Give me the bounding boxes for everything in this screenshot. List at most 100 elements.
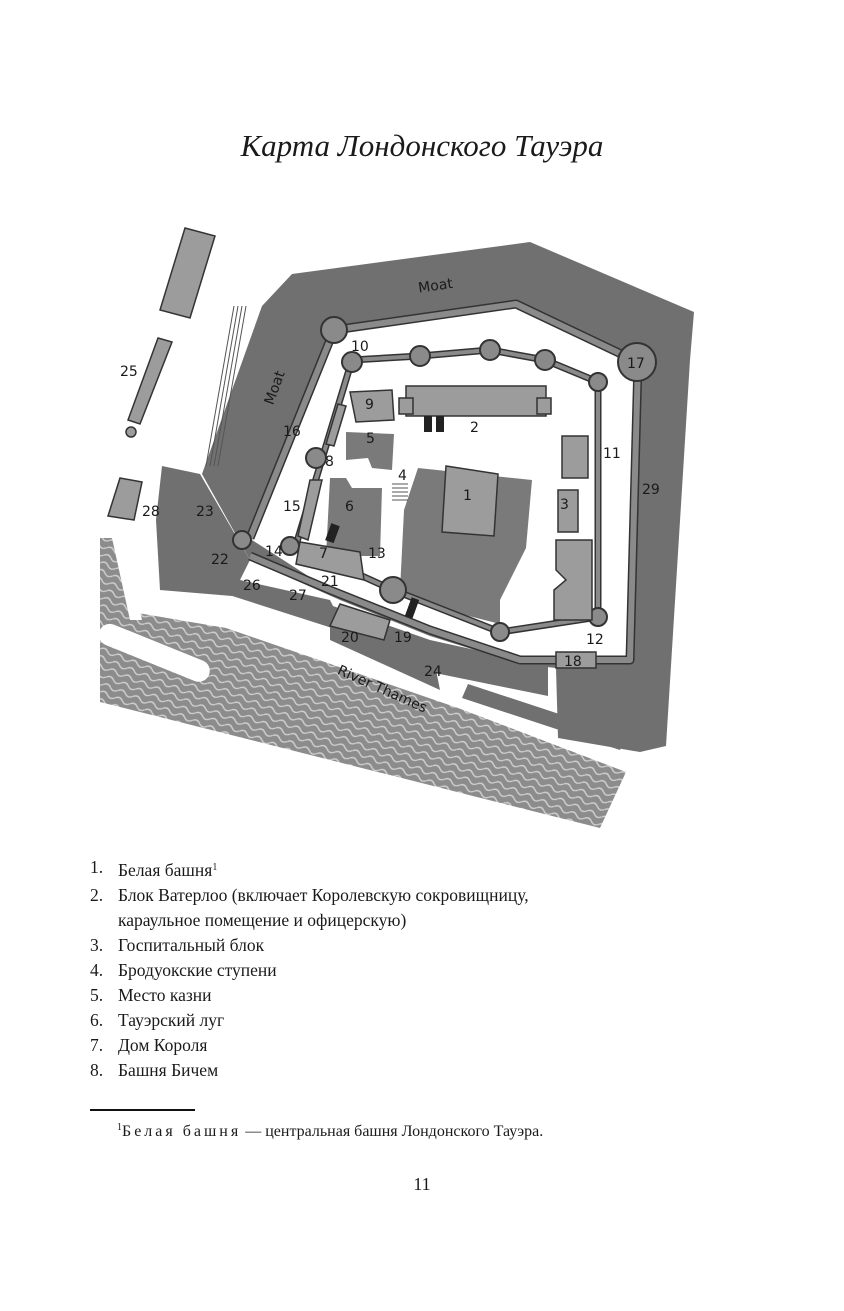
legend-item: 6.Тауэрский луг [90,1008,529,1033]
tower-14 [280,536,300,556]
moat-top-label: Moat [417,276,454,297]
map-label-12: 12 [586,632,604,648]
green-5 [346,432,394,470]
tower-inner-n3 [534,349,556,371]
map-label-25: 25 [120,364,138,380]
map-label-2: 2 [470,420,479,436]
left-strip-25 [127,337,173,425]
page-number: 11 [413,1174,431,1194]
legend-item: 8.Башня Бичем [90,1058,529,1083]
lower-strip [462,684,626,750]
legend-number: 4. [90,960,104,980]
tower-8 [305,447,327,469]
map-label-11: 11 [603,446,621,462]
moat-hatching [205,305,247,467]
page-title: Карта Лондонского Тауэра [240,128,604,163]
wharf-area [156,466,250,596]
legend-item: 7. Дом Короля [90,1033,529,1058]
map-label-16: 16 [283,424,301,440]
legend-text: Госпитальный блок [118,935,265,955]
map-label-27: 27 [289,588,307,604]
tower-10 [320,316,348,344]
legend-item: 4. Бродуокские ступени [90,958,529,983]
tower-inner-n1 [409,345,431,367]
legend-number: 1. [90,857,104,877]
tower-green-6 [326,478,382,556]
outer-curtain-wall-fill [247,301,641,663]
map-label-15: 15 [283,499,301,515]
map-label-17: 17 [627,356,645,372]
block-black-3 [325,523,340,544]
legend-number: 2. [90,885,104,905]
legend-number: 6. [90,1010,104,1030]
inner-curtain-wall-fill [294,348,600,634]
broadwalk-steps-icon [392,483,408,501]
map-label-26: 26 [243,578,261,594]
legend-item: 2. Блок Ватерлоо (включает Королевскую со… [90,883,529,908]
map-label-13: 13 [368,546,386,562]
block-black-4 [404,597,420,619]
legend-text: караульное помещение и офицерскую) [118,910,407,930]
legend-item: 1. Белая башня1 [90,855,529,883]
map-label-14: 14 [265,544,283,560]
tower-22 [232,530,252,550]
map-label-3: 3 [560,497,569,513]
lower-ground-east [430,640,548,696]
map-label-7: 7 [319,546,328,562]
map-label-18: 18 [564,654,582,670]
map-legend: 1. Белая башня1 2. Блок Ватерлоо (включает… [90,855,529,1083]
legend-number: 7. [90,1035,104,1055]
legend-item: 3. Госпитальный блок [90,933,529,958]
legend-text: Дом Короля [118,1035,208,1055]
wall-building-16 [325,403,347,447]
block-black-1 [424,416,432,432]
building-11 [561,435,589,479]
map-label-6: 6 [345,499,354,515]
tower-inner-nw [341,351,363,373]
map-label-22: 22 [211,552,229,568]
legend-number: 5. [90,985,104,1005]
building-28 [107,477,143,521]
towers [232,316,657,642]
tower-inner-ne [588,372,608,392]
waterloo-corner-w [398,397,414,415]
left-marker [125,426,137,438]
hospital-south-building [553,539,593,621]
river-pier [98,623,210,682]
building-3 [557,489,579,533]
map-label-29: 29 [642,482,660,498]
tower-17 [617,342,657,382]
waterloo-block [405,385,547,417]
map-label-4: 4 [398,468,407,484]
footnote-ref: 1 [212,862,218,873]
wharf-south [226,580,336,628]
left-strip-top [159,227,216,319]
river-thames [100,538,626,828]
left-pier [112,538,142,620]
legend-number: 3. [90,935,104,955]
legend-text: Место казни [118,985,212,1005]
white-tower [441,465,499,537]
building-18 [555,651,597,669]
legend-item: караульное помещение и офицерскую) [90,908,529,933]
footnote: 1Белая башня — центральная башня Лондонс… [117,1122,543,1141]
legend-text: Бродуокские ступени [118,960,277,980]
kings-house-7 [295,541,365,581]
legend-number [90,908,118,933]
building-20 [328,603,391,641]
legend-text: Белая башня1 [118,860,218,880]
tower-inner-n2 [479,339,501,361]
block-black-2 [436,416,444,432]
map-number-labels: 1 2 3 4 5 6 7 8 9 10 11 12 13 14 15 16 1… [120,339,660,680]
buildings [107,227,597,669]
white-tower-lawn [400,468,532,624]
legend-text: Блок Ватерлоо (включает Королевскую сокр… [118,885,529,905]
legend-number: 8. [90,1060,104,1080]
footnote-term: Белая башня [122,1123,242,1140]
tower-inner-s [490,622,510,642]
map-label-10: 10 [351,339,369,355]
footnote-mark: 1 [117,1122,122,1133]
wall-building-15 [297,479,323,542]
map-label-19: 19 [394,630,412,646]
